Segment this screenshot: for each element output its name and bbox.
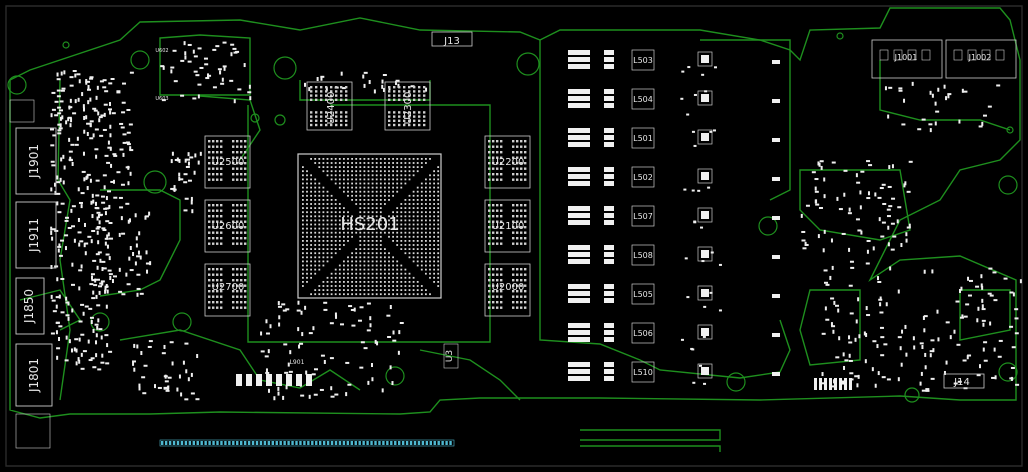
connector-j14: J14 — [943, 373, 985, 389]
label-j1002: J1002 — [968, 53, 992, 62]
memory-chip-u2700: U2700 — [204, 263, 251, 317]
memory-chip-u2000: U2000 — [484, 263, 531, 317]
inductor-label: L506 — [633, 329, 653, 338]
label-l901: L901 — [290, 359, 305, 366]
inductor-label: L504 — [633, 95, 653, 104]
svg-text:J13: J13 — [443, 36, 460, 47]
inductor-label: L510 — [633, 368, 653, 377]
svg-text:U2500: U2500 — [212, 157, 245, 168]
label-j1001: J1001 — [894, 53, 918, 62]
connector-j1801: J1801 — [15, 343, 53, 407]
label-u603: U603 — [155, 96, 168, 102]
connectors: J1901 J1911 J1850 J1801 J13 J14 — [9, 31, 1017, 449]
connector-j1850: J1850 — [15, 277, 45, 335]
svg-text:U2200: U2200 — [492, 157, 525, 168]
svg-text:J1901: J1901 — [27, 144, 41, 179]
connector-j1901: J1901 — [15, 127, 57, 195]
memory-chip-u2300: U2300 — [384, 81, 431, 131]
component-pads — [50, 41, 1022, 401]
memory-chip-u2500: U2500 — [204, 135, 251, 189]
svg-text:U2400: U2400 — [326, 92, 337, 125]
memory-chip-u2200: U2200 — [484, 135, 531, 189]
pcie-edge-connector — [159, 439, 455, 447]
gpu-label: HS201 — [340, 214, 399, 235]
connector-j1911: J1911 — [15, 201, 57, 269]
board-outline — [5, 5, 1023, 467]
memory-chip-u2100: U2100 — [484, 199, 531, 253]
inductor-label: L508 — [633, 251, 653, 260]
svg-text:U2700: U2700 — [212, 282, 245, 293]
svg-text:J1911: J1911 — [27, 218, 41, 253]
label-u602: U602 — [155, 48, 168, 54]
svg-text:J1850: J1850 — [22, 289, 36, 324]
svg-text:U2000: U2000 — [492, 282, 525, 293]
svg-text:J1801: J1801 — [27, 358, 41, 393]
memory-chip-u2600: U2600 — [204, 199, 251, 253]
svg-text:U2600: U2600 — [212, 221, 245, 232]
label-u3: U3 — [445, 350, 455, 362]
gpu-package: HS201 — [297, 153, 442, 299]
svg-text:U2300: U2300 — [403, 92, 414, 125]
memory-chips: U2500 U2600 U2700 U2200 U2100 U2000 U240… — [204, 81, 531, 317]
memory-chip-u2400: U2400 — [306, 81, 353, 131]
inductor-label: L502 — [633, 173, 653, 182]
mounting-holes — [7, 32, 1018, 403]
connector-j13: J13 — [431, 31, 473, 47]
svg-text:J14: J14 — [953, 377, 970, 388]
inductor-label: L501 — [633, 134, 653, 143]
misc-labels: U3 L901 J1001 J1002 U602 U603 — [155, 48, 992, 369]
svg-text:U2100: U2100 — [492, 221, 525, 232]
inductor-label: L505 — [633, 290, 653, 299]
inductor-label: L507 — [633, 212, 653, 221]
inductor-label: L503 — [633, 56, 653, 65]
